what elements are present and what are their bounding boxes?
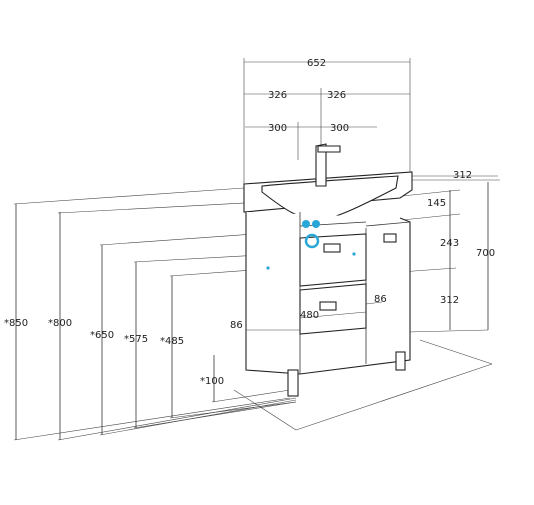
dim-243: 243 (440, 238, 459, 249)
floor-projection (233, 339, 493, 431)
dim-800: *800 (48, 318, 72, 329)
top-dimensions: 652 326 326 300 300 (243, 58, 411, 190)
connection-points (266, 220, 356, 270)
water-inlet-icon (312, 220, 320, 228)
dim-300-left: 300 (268, 123, 287, 134)
dim-300-right: 300 (330, 123, 349, 134)
dim-145: 145 (427, 198, 446, 209)
dim-480: 480 (300, 310, 319, 321)
dim-650: *650 (90, 330, 114, 341)
vanity-cabinet (243, 143, 413, 397)
right-dimensions: 312 700 145 243 312 (399, 170, 500, 333)
dim-326-right: 326 (327, 90, 346, 101)
left-height-dimensions: *850 *800 *650 *575 *485 *100 (4, 204, 224, 440)
dim-575: *575 (124, 334, 148, 345)
drain-outlet-icon (304, 233, 320, 249)
dim-86-left: 86 (230, 320, 243, 331)
dim-86-right: 86 (374, 294, 387, 305)
water-inlet-icon (302, 220, 310, 228)
drawer-dimensions: 86 480 86 (230, 294, 387, 331)
dim-700: 700 (476, 248, 495, 259)
left-extension-lines (13, 187, 351, 441)
dim-850: *850 (4, 318, 28, 329)
dim-485: *485 (160, 336, 184, 347)
dim-312-top: 312 (453, 170, 472, 181)
dim-652: 652 (307, 58, 326, 69)
dim-312-bottom: 312 (440, 295, 459, 306)
dim-100: *100 (200, 376, 224, 387)
dim-326-left: 326 (268, 90, 287, 101)
